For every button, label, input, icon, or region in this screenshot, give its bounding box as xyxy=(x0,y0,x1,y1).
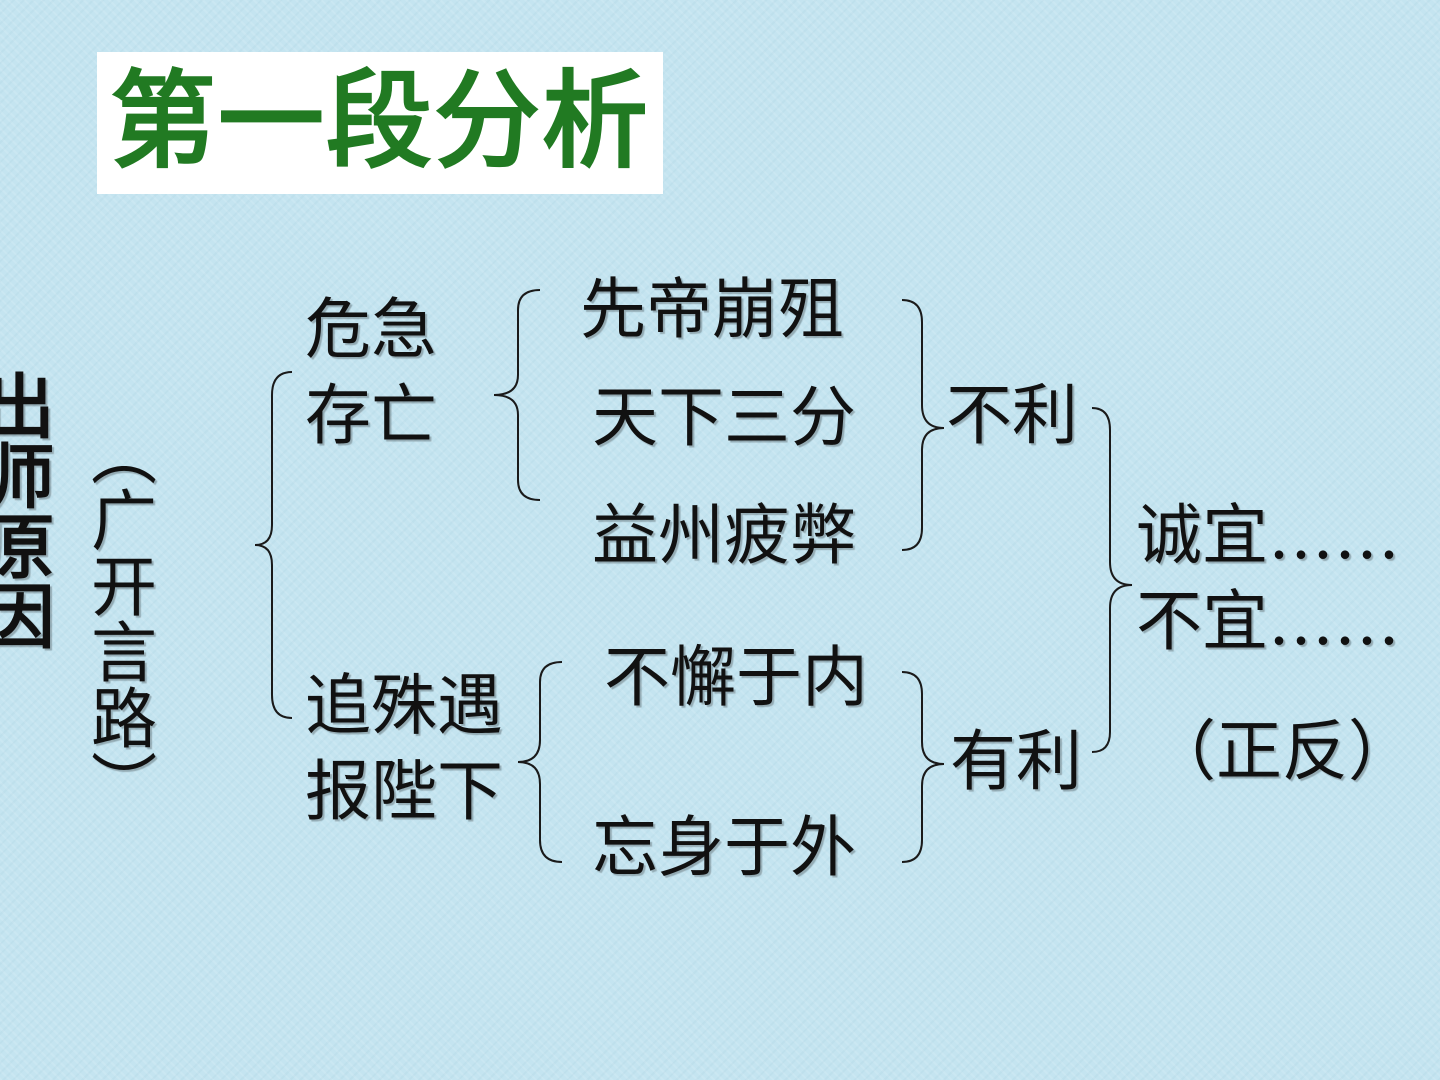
favorable-label: 有利 xyxy=(950,723,1082,800)
branch-top-line2: 存亡 xyxy=(305,377,437,454)
top-item-1: 先帝崩殂 xyxy=(580,271,844,348)
bottom-item-2: 忘身于外 xyxy=(592,809,856,886)
brace-favorable xyxy=(901,671,945,863)
bottom-item-1: 不懈于内 xyxy=(604,639,868,716)
left-vertical-label: 出师原因 xyxy=(0,370,55,650)
top-item-2: 天下三分 xyxy=(592,379,856,456)
branch-bottom-line2: 报陛下 xyxy=(305,753,503,830)
top-item-3: 益州疲弊 xyxy=(592,497,856,574)
brace-conclusion xyxy=(1091,407,1133,753)
conclusion-note: （正反） xyxy=(1150,713,1414,790)
brace-crisis xyxy=(493,289,541,501)
slide-title: 第一段分析 xyxy=(110,60,650,183)
conclusion-line2: 不宜…… xyxy=(1136,583,1400,660)
title-background xyxy=(97,52,663,194)
branch-top-line1: 危急 xyxy=(305,291,437,368)
brace-unfavorable xyxy=(901,299,945,551)
unfavorable-label: 不利 xyxy=(946,377,1078,454)
conclusion-line1: 诚宜…… xyxy=(1136,497,1400,574)
brace-favor xyxy=(517,661,563,863)
brace-main xyxy=(254,371,293,719)
branch-bottom-line1: 追殊遇 xyxy=(305,667,503,744)
